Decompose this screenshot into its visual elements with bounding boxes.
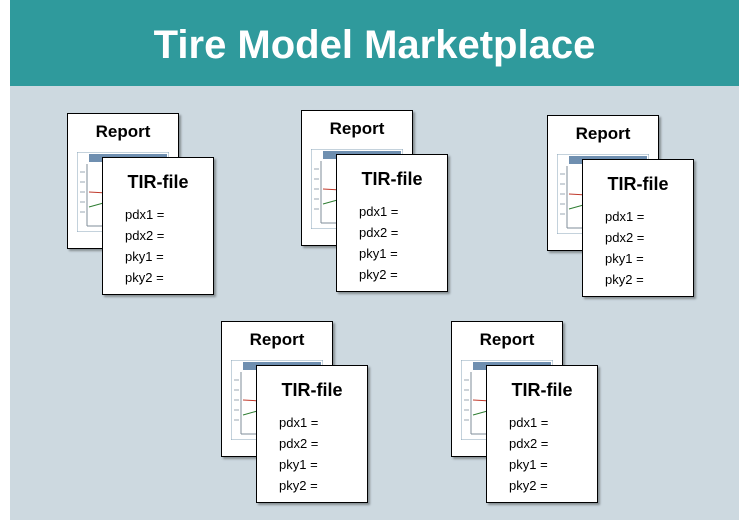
param-item: pky1 = xyxy=(509,457,548,472)
report-label: Report xyxy=(95,122,151,141)
report-label: Report xyxy=(479,330,535,349)
tir-file-label: TIR-file xyxy=(361,169,423,189)
title-bar xyxy=(10,0,739,86)
tir-file-label: TIR-file xyxy=(607,174,669,194)
param-list: pdx1 = pdx2 = pky1 = pky2 = xyxy=(125,204,164,288)
param-item: pky2 = xyxy=(509,478,548,493)
param-list: pdx1 = pdx2 = pky1 = pky2 = xyxy=(359,201,398,285)
param-item: pky2 = xyxy=(359,267,398,282)
param-item: pky1 = xyxy=(359,246,398,261)
tir-file-card[interactable]: TIR-file pdx1 = pdx2 = pky1 = pky2 = xyxy=(336,154,448,292)
tire-model-bundle[interactable]: Report TIR-file pdx1 = pdx2 = pky1 = xyxy=(221,321,371,503)
param-item: pky1 = xyxy=(125,249,164,264)
tir-file-card[interactable]: TIR-file pdx1 = pdx2 = pky1 = pky2 = xyxy=(582,159,694,297)
param-item: pky1 = xyxy=(279,457,318,472)
tire-model-bundle[interactable]: Report TIR-file pdx1 = pdx2 = pky1 = xyxy=(301,110,451,292)
page-title: Tire Model Marketplace xyxy=(153,23,596,67)
tire-model-bundle[interactable]: Report TIR-file pdx1 = pdx2 = pky1 = xyxy=(451,321,601,503)
param-list: pdx1 = pdx2 = pky1 = pky2 = xyxy=(605,206,644,290)
tir-file-card[interactable]: TIR-file pdx1 = pdx2 = pky1 = pky2 = xyxy=(102,157,214,295)
param-item: pdx1 = xyxy=(125,207,165,222)
param-item: pdx2 = xyxy=(509,436,549,451)
report-label: Report xyxy=(575,124,631,143)
param-item: pky2 = xyxy=(125,270,164,285)
tir-file-label: TIR-file xyxy=(281,380,343,400)
param-item: pky2 = xyxy=(279,478,318,493)
param-item: pdx1 = xyxy=(605,209,645,224)
param-item: pdx2 = xyxy=(125,228,165,243)
tire-model-bundle[interactable]: Report TIR-file pdx1 = pdx2 = pky1 = xyxy=(67,113,217,295)
tir-file-card[interactable]: TIR-file pdx1 = pdx2 = pky1 = pky2 = xyxy=(486,365,598,503)
report-label: Report xyxy=(329,119,385,138)
param-item: pdx2 = xyxy=(359,225,399,240)
param-item: pdx2 = xyxy=(279,436,319,451)
param-item: pdx1 = xyxy=(279,415,319,430)
tir-file-label: TIR-file xyxy=(127,172,189,192)
param-item: pky2 = xyxy=(605,272,644,287)
tir-file-card[interactable]: TIR-file pdx1 = pdx2 = pky1 = pky2 = xyxy=(256,365,368,503)
param-item: pdx1 = xyxy=(509,415,549,430)
param-list: pdx1 = pdx2 = pky1 = pky2 = xyxy=(279,412,318,496)
param-item: pdx2 = xyxy=(605,230,645,245)
param-list: pdx1 = pdx2 = pky1 = pky2 = xyxy=(509,412,548,496)
param-item: pky1 = xyxy=(605,251,644,266)
report-label: Report xyxy=(249,330,305,349)
param-item: pdx1 = xyxy=(359,204,399,219)
tir-file-label: TIR-file xyxy=(511,380,573,400)
tire-model-bundle[interactable]: Report TIR-file pdx1 = pdx2 = pky1 = xyxy=(547,115,697,297)
